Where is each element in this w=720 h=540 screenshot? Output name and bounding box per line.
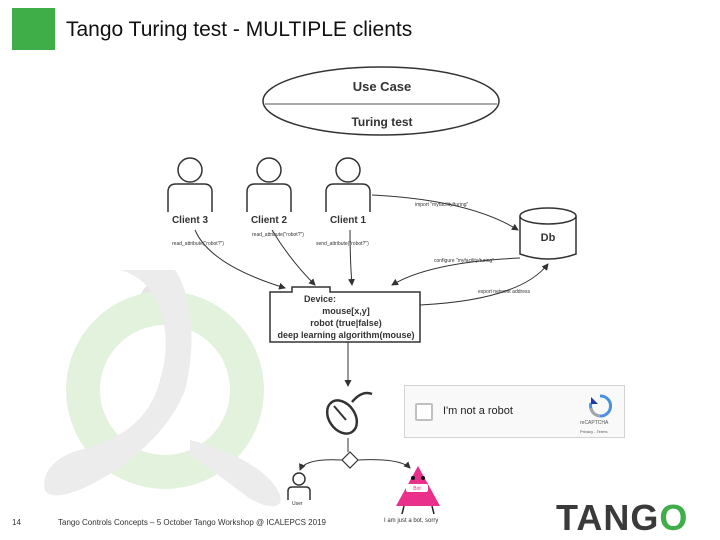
import-arrow bbox=[371, 194, 519, 231]
recaptcha-brand: reCAPTCHA bbox=[580, 420, 609, 426]
tango-logo: TANGO bbox=[556, 497, 688, 539]
client-2-action: read_attribute("robot?") bbox=[252, 232, 304, 238]
client-2-actor-icon bbox=[246, 157, 292, 212]
user-actor-icon bbox=[287, 472, 311, 500]
device-line-2: robot (true|false) bbox=[310, 318, 382, 328]
bot-icon bbox=[396, 466, 440, 515]
db-configure-label: configure "myfacility/turing" bbox=[434, 258, 494, 264]
client-3-actor-icon bbox=[167, 157, 213, 212]
client-3-action: read_attribute("robot?") bbox=[172, 241, 224, 247]
user-caption: User bbox=[292, 501, 303, 507]
tango-logo-o: O bbox=[659, 497, 689, 538]
device-box bbox=[269, 286, 421, 343]
mouse-icon bbox=[325, 391, 373, 435]
client-2-arrow bbox=[271, 229, 316, 286]
client-3-label: Client 3 bbox=[172, 215, 209, 226]
use-case-title: Use Case bbox=[353, 79, 412, 94]
recaptcha-checkbox[interactable] bbox=[415, 403, 433, 421]
configure-arrow bbox=[391, 257, 521, 286]
decision-to-bot-arrow bbox=[357, 459, 411, 469]
use-case-subtitle: Turing test bbox=[351, 115, 412, 129]
client-1-label: Client 1 bbox=[330, 215, 367, 226]
header-background bbox=[55, 8, 718, 50]
client-1-actor-icon bbox=[325, 157, 371, 212]
decision-to-user-arrow bbox=[299, 459, 343, 471]
recaptcha-logo-icon bbox=[589, 394, 612, 418]
device-line-3: deep learning algorithm(mouse) bbox=[277, 330, 414, 340]
use-case-ellipse bbox=[262, 66, 500, 136]
client-1-action: send_attribute("robot?") bbox=[316, 241, 369, 247]
bot-caption: I am just a bot, sorry bbox=[384, 518, 439, 524]
slide-title: Tango Turing test - MULTIPLE clients bbox=[66, 18, 413, 41]
header-divider bbox=[52, 8, 55, 50]
device-line-1: mouse[x,y] bbox=[322, 306, 370, 316]
export-arrow bbox=[419, 263, 549, 306]
client-1-arrow bbox=[348, 229, 356, 286]
db-label: Db bbox=[541, 232, 556, 244]
footer-text: Tango Controls Concepts – 5 October Tang… bbox=[58, 518, 326, 527]
recaptcha-widget: I'm not a robot reCAPTCHA Privacy - Term… bbox=[404, 385, 625, 438]
client-2-label: Client 2 bbox=[251, 215, 288, 226]
device-line-0: Device: bbox=[304, 294, 336, 304]
bot-badge: Bot bbox=[413, 486, 421, 492]
recaptcha-links[interactable]: Privacy - Terms bbox=[580, 429, 608, 434]
page-number: 14 bbox=[12, 518, 21, 527]
decision-diamond bbox=[341, 451, 359, 469]
db-import-label: import "myfacility/turing" bbox=[415, 202, 469, 208]
client-3-arrow bbox=[194, 229, 286, 290]
db-cylinder-icon bbox=[519, 207, 577, 260]
recaptcha-text: I'm not a robot bbox=[443, 405, 513, 417]
tango-logo-text: TANG bbox=[556, 497, 660, 538]
